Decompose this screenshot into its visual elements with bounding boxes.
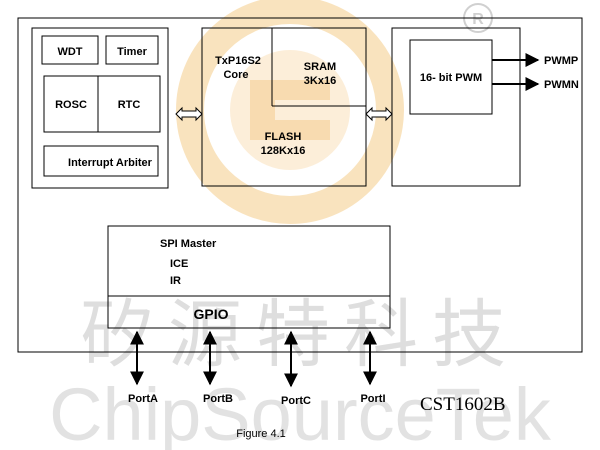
ice-label: ICE — [170, 258, 188, 270]
pwm-box — [409, 39, 493, 115]
pwm-label: 16- bit PWM — [420, 72, 482, 84]
ir-label: IR — [170, 275, 181, 287]
interrupt-arbiter-label: Interrupt Arbiter — [68, 157, 153, 169]
core-label-line2: Core — [223, 69, 248, 81]
portb-label: PortB — [203, 393, 233, 405]
timer-box — [105, 35, 159, 65]
watermark-chinese-text: 矽源特科技 — [80, 293, 520, 376]
io-block — [107, 225, 391, 329]
porta-label: PortA — [128, 393, 158, 405]
interrupt-arbiter-box — [43, 145, 159, 177]
gpio-label: GPIO — [193, 306, 228, 322]
flash-label-line2: 128Kx16 — [261, 145, 306, 157]
wdt-box — [41, 35, 99, 65]
pwmn-label: PWMN — [544, 79, 579, 91]
portc-label: PortC — [281, 395, 311, 407]
timer-label: Timer — [117, 46, 147, 58]
figure-caption: Figure 4.1 — [236, 428, 286, 440]
rosc-label: ROSC — [55, 99, 87, 111]
spi-master-label: SPI Master — [160, 238, 217, 250]
flash-label-line1: FLASH — [265, 131, 302, 143]
peripheral-group — [31, 27, 169, 189]
sram-label-line1: SRAM — [304, 61, 336, 73]
rtc-label: RTC — [118, 99, 141, 111]
osc-box — [43, 75, 161, 133]
part-number: CST1602B — [420, 394, 506, 415]
core-memory-group — [201, 27, 367, 187]
porti-label: PortI — [360, 393, 385, 405]
pwmp-label: PWMP — [544, 55, 578, 67]
wdt-label: WDT — [57, 46, 82, 58]
svg-text:R: R — [472, 11, 484, 28]
watermark-latin-text: ChipSourceTek — [49, 373, 552, 450]
watermark-logo: R — [176, 0, 493, 224]
pwm-group — [391, 27, 521, 187]
core-label-line1: TxP16S2 — [215, 55, 261, 67]
sram-label-line2: 3Kx16 — [304, 75, 336, 87]
chip-boundary — [17, 17, 583, 353]
